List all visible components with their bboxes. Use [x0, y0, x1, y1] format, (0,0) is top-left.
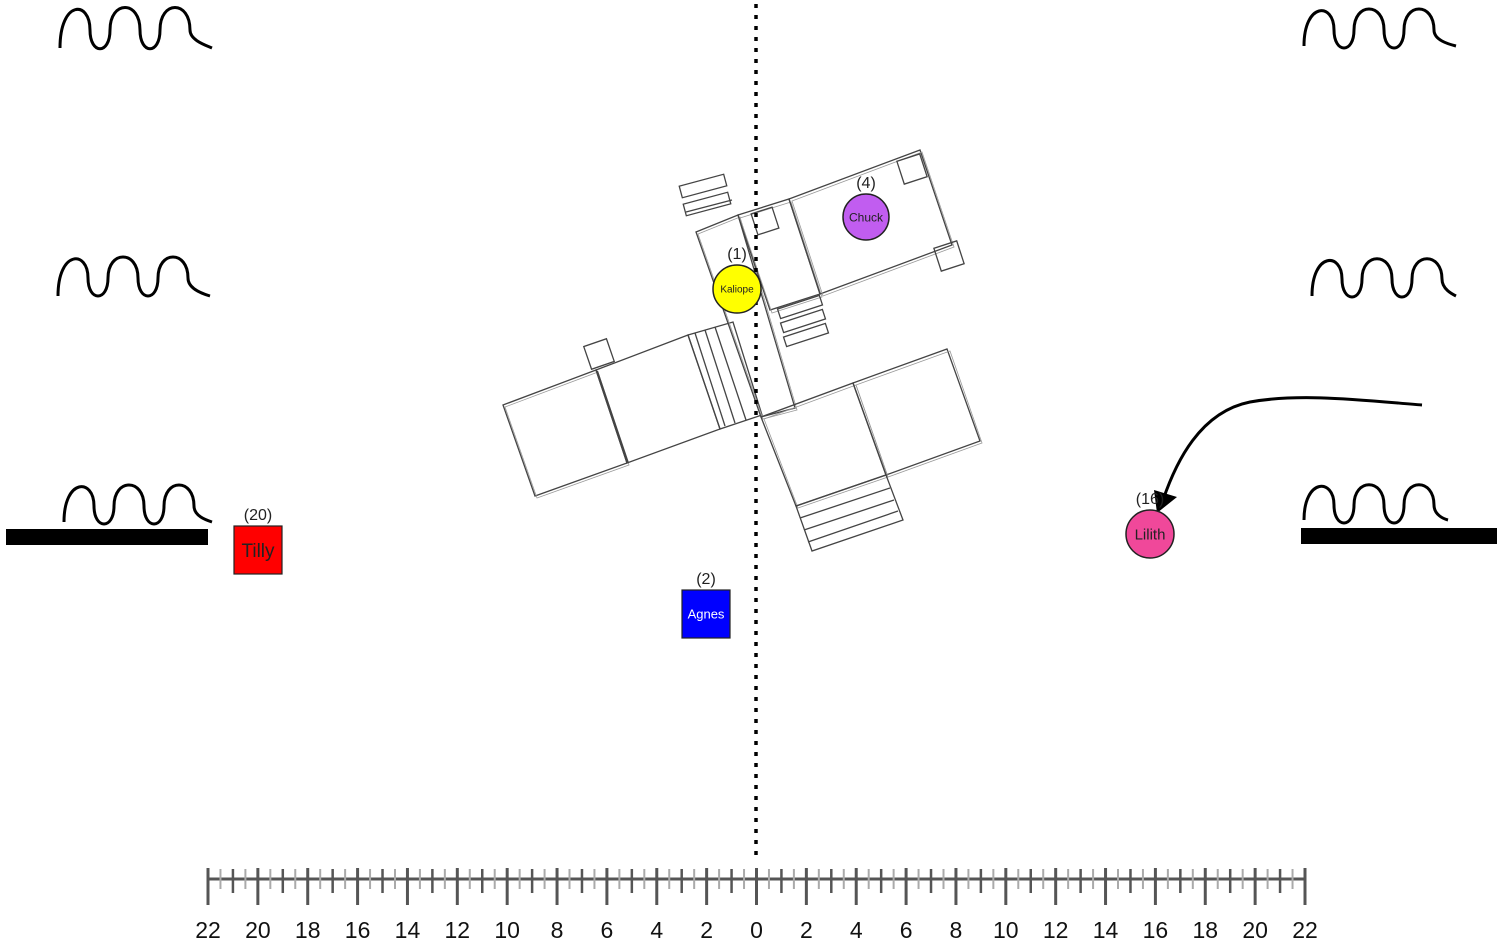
wing-curtain-icon	[58, 6, 213, 51]
wing-curtain-icon	[1310, 257, 1457, 299]
ruler-label: 16	[345, 917, 371, 943]
ruler-label: 20	[245, 917, 271, 943]
wing-curtain-icon	[62, 483, 213, 526]
performer-name: Tilly	[241, 541, 275, 562]
ruler-label: 14	[1093, 917, 1119, 943]
wing-curtain-icon	[56, 255, 211, 298]
ruler-label: 16	[1143, 917, 1169, 943]
ruler-label: 6	[900, 917, 913, 943]
performer-marker[interactable]	[233, 525, 283, 575]
performer-number: (2)	[696, 571, 716, 588]
wing-curtain-icon	[1302, 7, 1457, 50]
performers-layer: Kaliope (1) Agnes (2) Chuck (4) Lilith (16) Till…	[233, 175, 1175, 639]
performer-name: Agnes	[688, 607, 725, 622]
ruler-label: 8	[950, 917, 963, 943]
ruler-label: 22	[1292, 917, 1318, 943]
ruler-label: 20	[1242, 917, 1268, 943]
performer-number: (1)	[727, 246, 747, 263]
performer-kaliope[interactable]: Kaliope (1)	[712, 246, 762, 314]
performer-marker[interactable]	[712, 264, 762, 314]
ruler-label: 14	[395, 917, 421, 943]
ruler-label: 18	[1192, 917, 1218, 943]
ruler-label: 2	[800, 917, 813, 943]
performer-marker[interactable]	[842, 193, 890, 241]
performer-marker[interactable]	[1125, 509, 1175, 559]
ruler-label: 8	[551, 917, 564, 943]
performer-lilith[interactable]: Lilith (16)	[1125, 491, 1175, 559]
proscenium-edge-left	[6, 529, 208, 545]
ruler-label: 18	[295, 917, 321, 943]
performer-agnes[interactable]: Agnes (2)	[681, 571, 731, 639]
ruler-label: 22	[195, 917, 221, 943]
ruler-label: 4	[650, 917, 663, 943]
performer-number: (20)	[244, 507, 272, 524]
ruler-label: 0	[750, 917, 763, 943]
set-piece	[502, 149, 983, 552]
performer-number: (4)	[856, 175, 876, 192]
performer-tilly[interactable]: Tilly (20)	[233, 507, 283, 575]
ruler-label: 12	[1043, 917, 1069, 943]
ruler-label: 12	[445, 917, 471, 943]
ruler-label: 2	[700, 917, 713, 943]
proscenium-edge-right	[1301, 528, 1497, 544]
ruler-label: 10	[993, 917, 1019, 943]
performer-marker[interactable]	[681, 589, 731, 639]
performer-name: Kaliope	[720, 285, 754, 296]
performer-name: Chuck	[849, 210, 884, 224]
performer-number: (16)	[1136, 491, 1164, 508]
ruler-label: 10	[494, 917, 520, 943]
movement-arrow-icon	[1154, 396, 1423, 513]
performer-name: Lilith	[1135, 526, 1166, 543]
wing-curtain-icon	[1302, 483, 1449, 525]
performer-chuck[interactable]: Chuck (4)	[842, 175, 890, 241]
ruler-label: 6	[601, 917, 614, 943]
ruler-label: 4	[850, 917, 863, 943]
